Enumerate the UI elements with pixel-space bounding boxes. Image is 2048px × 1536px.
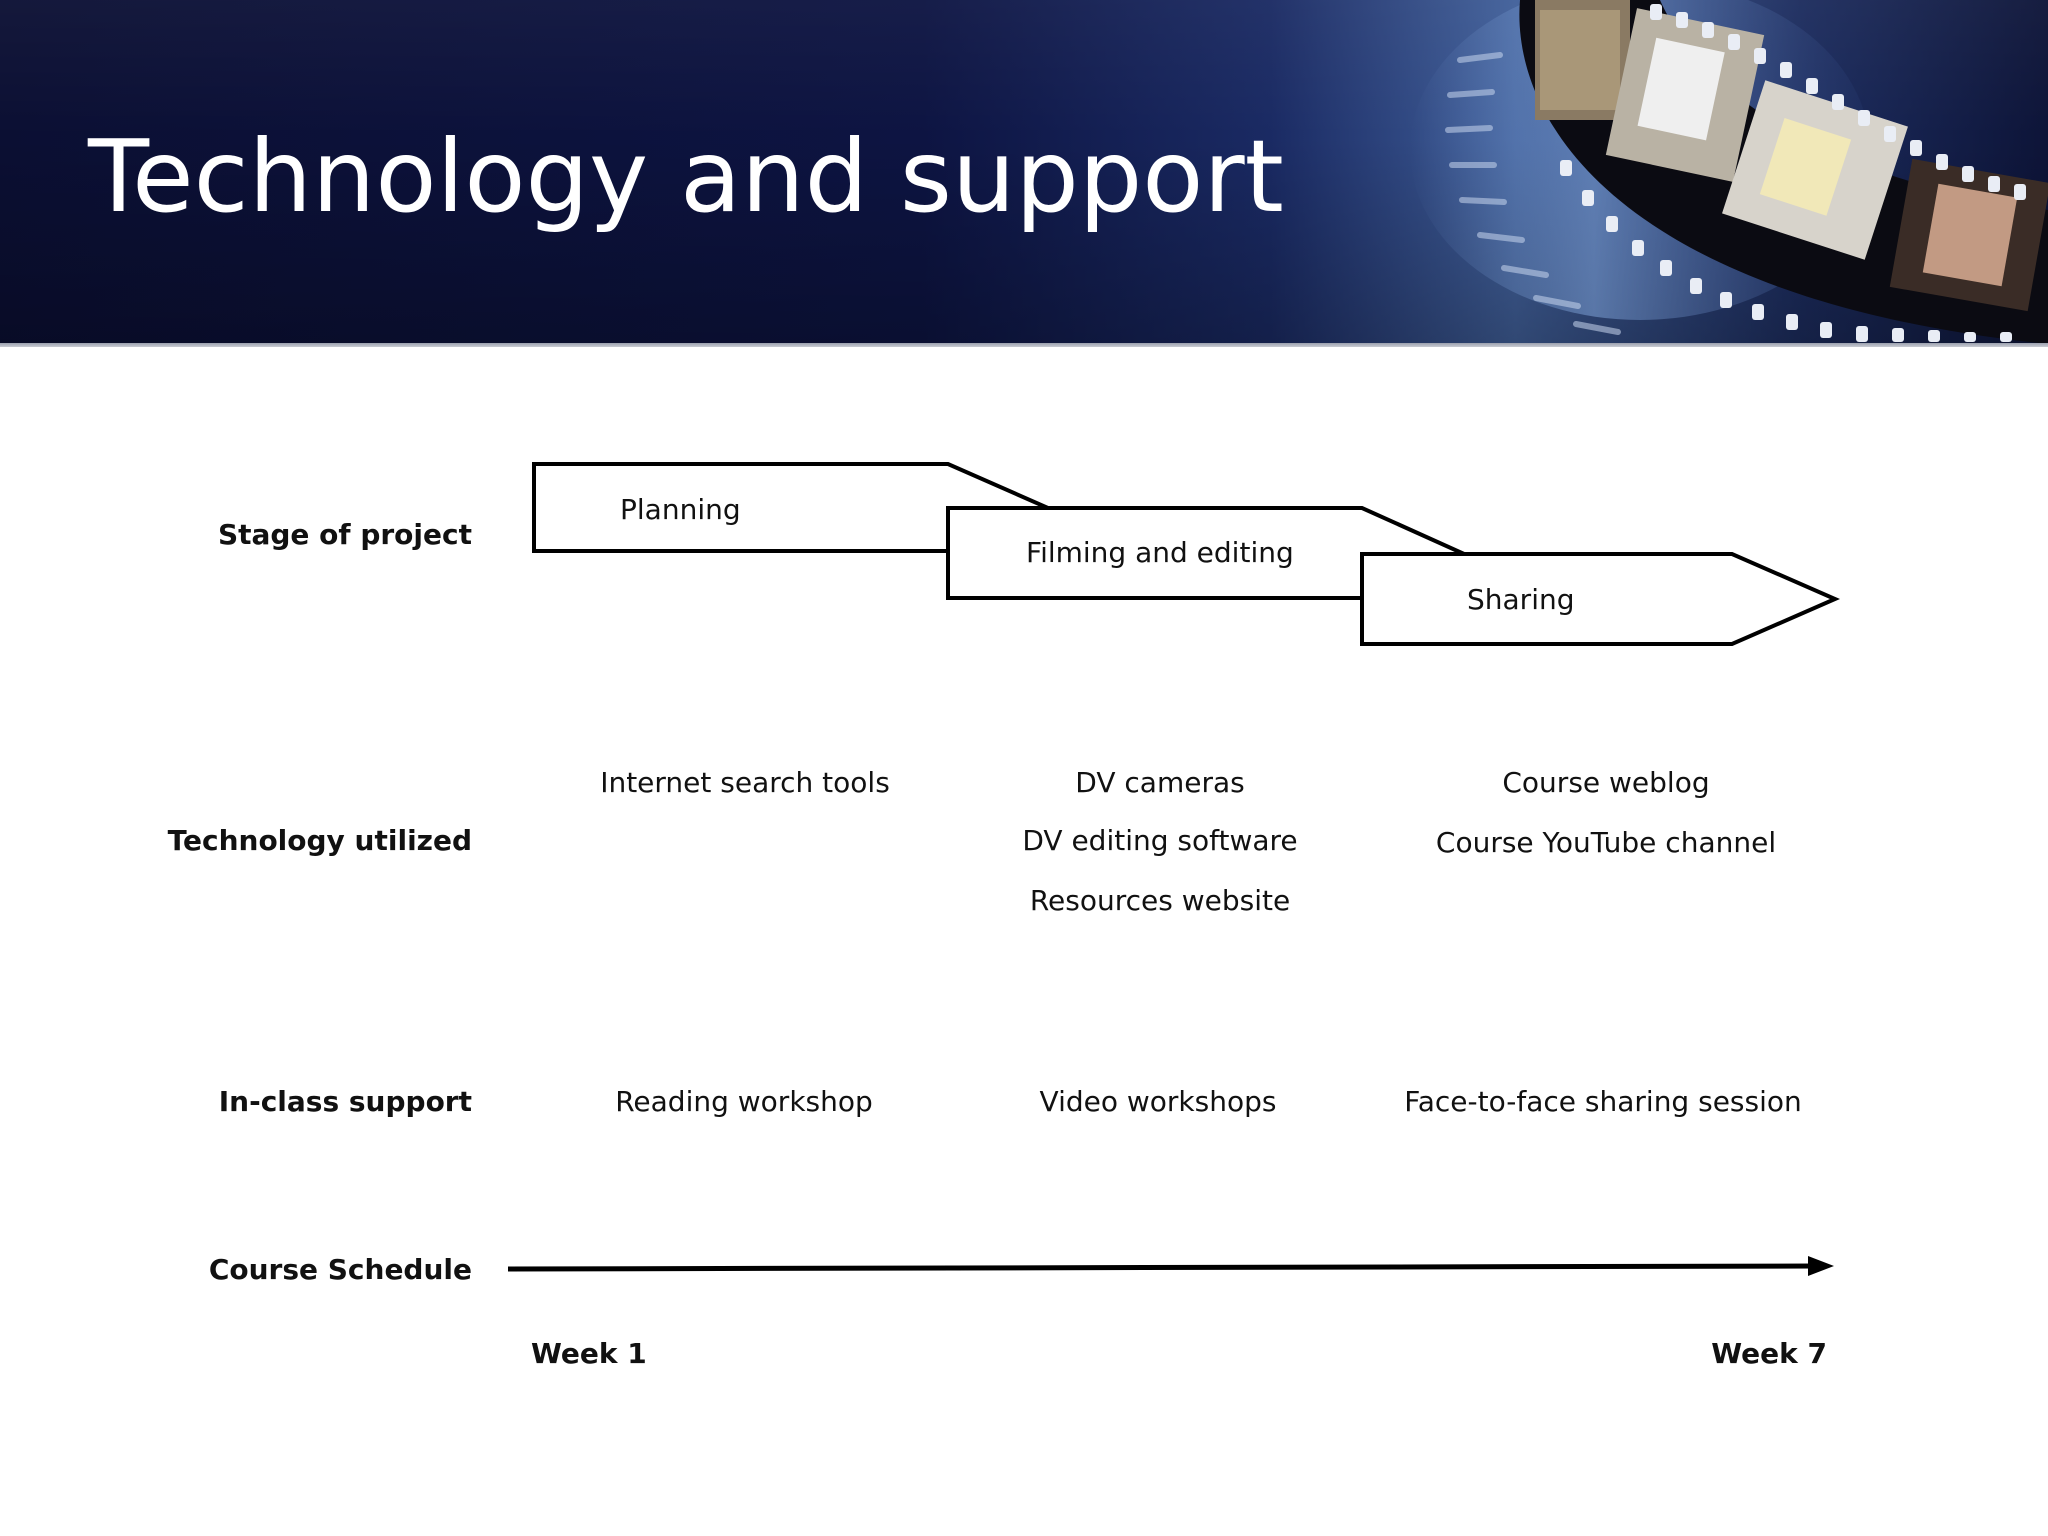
row-label-technology: Technology utilized (168, 824, 472, 857)
tech-item-filming-3: Resources website (1030, 884, 1290, 917)
tech-item-sharing-2: Course YouTube channel (1436, 826, 1776, 859)
slide-header: Technology and support (0, 0, 2048, 344)
stage-arrow-sharing (1360, 552, 1840, 646)
row-label-support: In-class support (219, 1085, 472, 1118)
film-strip-image (1410, 0, 2048, 344)
slide-title: Technology and support (88, 118, 1284, 235)
tech-item-filming-1: DV cameras (1075, 766, 1244, 799)
schedule-arrow-line (507, 1263, 1819, 1272)
tech-item-filming-2: DV editing software (1022, 824, 1297, 857)
schedule-arrow-head (1808, 1256, 1834, 1276)
stage-label-filming: Filming and editing (1026, 536, 1294, 569)
stage-label-planning: Planning (620, 493, 741, 526)
tech-item-sharing-1: Course weblog (1502, 766, 1709, 799)
project-timeline-diagram: Stage of project Technology utilized In-… (168, 462, 1840, 1370)
row-label-schedule: Course Schedule (209, 1253, 472, 1286)
schedule-start-label: Week 1 (531, 1337, 647, 1370)
header-divider (0, 343, 2048, 347)
stage-label-sharing: Sharing (1467, 583, 1575, 616)
row-label-stage: Stage of project (218, 518, 472, 551)
support-item-sharing: Face-to-face sharing session (1404, 1085, 1802, 1118)
tech-item-planning: Internet search tools (600, 766, 890, 799)
schedule-end-label: Week 7 (1711, 1337, 1827, 1370)
support-item-filming: Video workshops (1040, 1085, 1277, 1118)
support-item-planning: Reading workshop (615, 1085, 873, 1118)
